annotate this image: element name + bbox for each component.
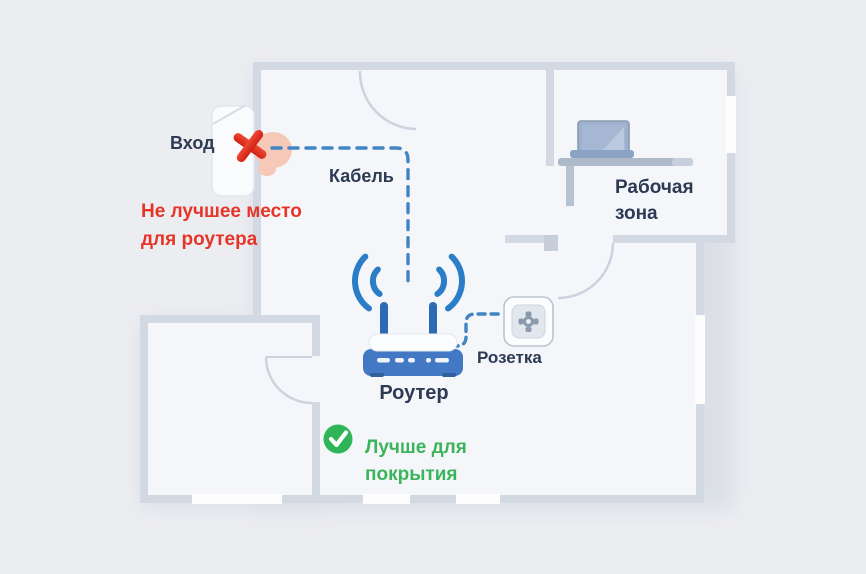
entrance-label: Вход [170,133,215,153]
good-place-line1: Лучше для [365,437,467,458]
room-interiors [144,66,731,499]
bad-place-line2: для роутера [141,229,258,250]
work-area-line1: Рабочая [615,177,694,198]
desk-icon [558,158,693,206]
socket-label: Розетка [477,348,542,367]
work-area-line2: зона [615,203,658,224]
cross-icon [233,129,267,163]
windows [192,96,736,504]
cable-line [270,146,410,288]
wifi-waves-icon [352,253,465,312]
work-area-label: Рабочая зона [615,175,694,227]
bad-spot-highlight [254,132,292,176]
bad-place-line1: Не лучшее место [141,201,302,222]
bad-place-note: Не лучшее место для роутера [141,198,302,254]
cable-label: Кабель [329,166,394,186]
router-label: Роутер [379,382,449,404]
socket-cable-line [449,312,503,348]
door-arcs [264,70,615,405]
socket-icon [503,296,554,347]
check-icon [323,424,353,454]
laptop-icon [570,120,634,158]
good-place-line2: покрытия [365,464,458,485]
router-icon [352,253,465,377]
good-place-note: Лучше для покрытия [365,434,467,488]
